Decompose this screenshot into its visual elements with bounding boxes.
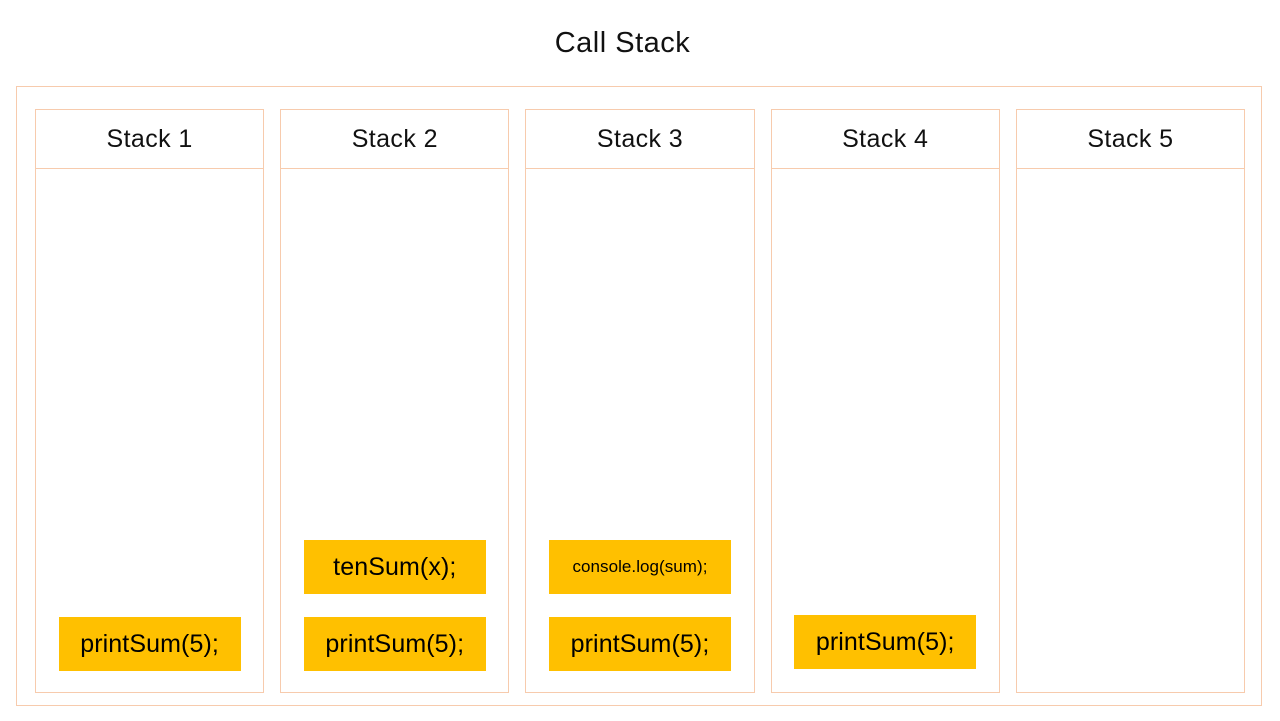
stack-frame: printSum(5); — [58, 617, 241, 671]
stack-column-2: Stack 2 tenSum(x); printSum(5); — [280, 109, 510, 693]
stack-frame-label: console.log(sum); — [572, 557, 708, 576]
stack-body-3: console.log(sum); printSum(5); — [525, 169, 755, 693]
stack-frame: printSum(5); — [549, 617, 731, 671]
stack-header-2: Stack 2 — [280, 109, 510, 169]
stack-frame: printSum(5); — [303, 617, 486, 671]
stack-frame-label: printSum(5); — [570, 630, 710, 658]
stack-frame-label: printSum(5); — [80, 630, 219, 658]
stack-header-4: Stack 4 — [770, 109, 1000, 169]
stack-body-4: printSum(5); — [770, 169, 1000, 693]
stack-header-1: Stack 1 — [35, 109, 265, 169]
stack-frame: console.log(sum); — [549, 540, 731, 594]
stack-body-1: printSum(5); — [35, 169, 265, 693]
stack-column-3: Stack 3 console.log(sum); printSum(5); — [525, 109, 755, 693]
stack-frame: printSum(5); — [794, 615, 977, 669]
page-title: Call Stack — [554, 27, 691, 59]
stack-frame-label: tenSum(x); — [333, 553, 457, 581]
stack-frame: tenSum(x); — [303, 540, 486, 594]
stack-body-2: tenSum(x); printSum(5); — [280, 169, 510, 693]
stack-body-5 — [1015, 169, 1246, 693]
stack-column-1: Stack 1 printSum(5); — [35, 109, 265, 693]
stack-frame-label: printSum(5); — [325, 630, 465, 658]
stack-columns-row: Stack 1 printSum(5); Stack 2 tenSum(x); … — [35, 109, 1246, 693]
stack-header-3: Stack 3 — [525, 109, 755, 169]
stack-frame-label: printSum(5); — [815, 628, 955, 656]
stack-column-4: Stack 4 printSum(5); — [770, 109, 1000, 693]
call-stack-diagram-frame: Stack 1 printSum(5); Stack 2 tenSum(x); … — [16, 86, 1262, 706]
stack-column-5: Stack 5 — [1015, 109, 1246, 693]
stack-header-5: Stack 5 — [1015, 109, 1246, 169]
